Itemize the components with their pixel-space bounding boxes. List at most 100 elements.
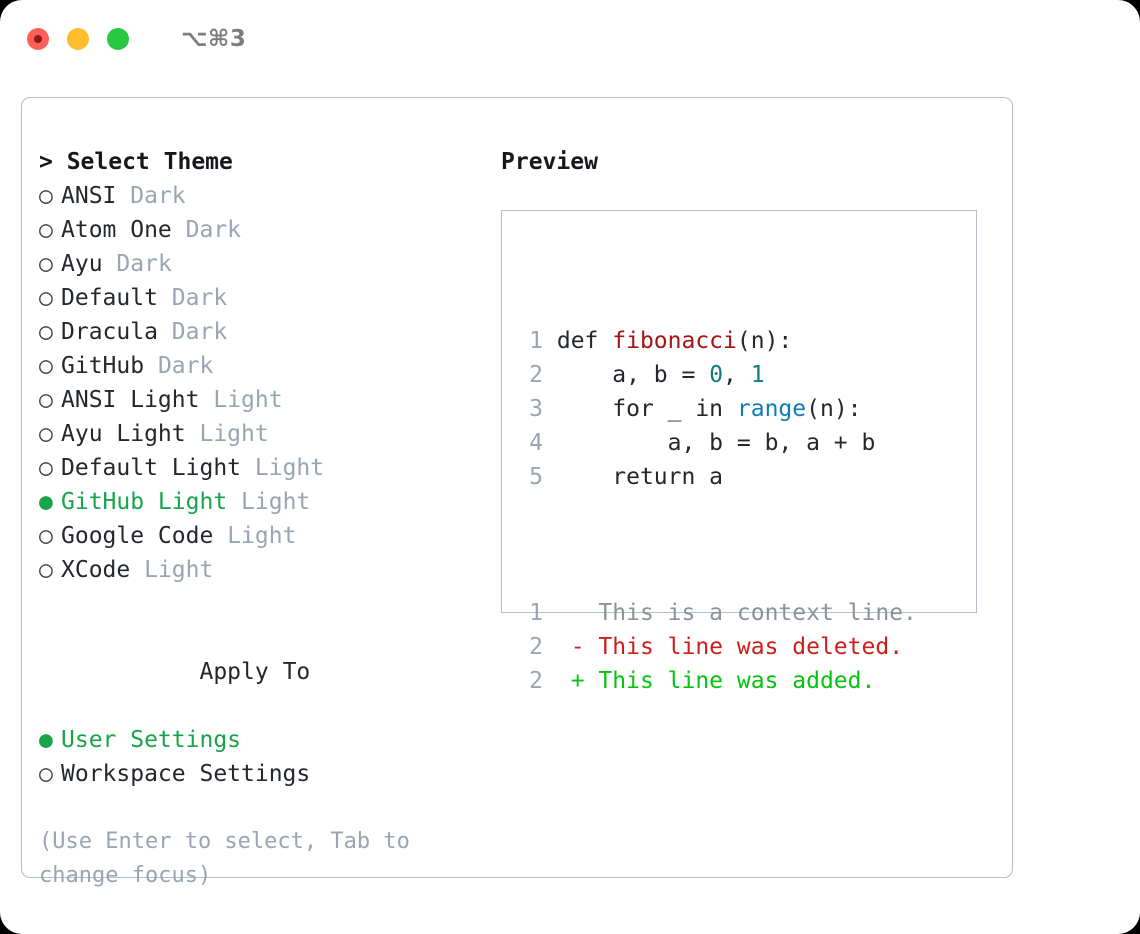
code-token: for _ in xyxy=(556,396,737,422)
code-token: a, b = b, a + b xyxy=(556,430,876,456)
theme-category: Dark xyxy=(171,319,228,345)
theme-category: Light xyxy=(241,489,311,515)
theme-name: ANSI Light xyxy=(61,387,200,413)
theme-list-item[interactable]: ○ GitHub Dark xyxy=(39,349,489,383)
code-line: 1 def fibonacci(n): xyxy=(517,324,917,358)
apply-to-label: Apply To xyxy=(39,621,489,723)
code-token: (n): xyxy=(806,396,862,422)
theme-name: Dracula xyxy=(61,319,158,345)
diff-line: 2 - This line was deleted. xyxy=(517,630,917,664)
line-number: 1 xyxy=(529,328,543,354)
theme-list-item[interactable]: ○ Atom One Dark xyxy=(39,213,489,247)
theme-list-item[interactable]: ○ ANSI Light Light xyxy=(39,383,489,417)
apply-to-name: Workspace Settings xyxy=(61,761,311,787)
theme-list-item[interactable]: ○ Default Light Light xyxy=(39,451,489,485)
minimize-button-icon[interactable] xyxy=(67,28,89,50)
window-controls xyxy=(27,28,129,50)
radio-selected-icon[interactable]: ● xyxy=(39,727,53,753)
list-spacer xyxy=(39,587,489,621)
code-line: 4 a, b = b, a + b xyxy=(517,426,917,460)
preview-column: Preview 1 def fibonacci(n):2 a, b = 0, 1… xyxy=(501,145,991,694)
diff-line: 2 + This line was added. xyxy=(517,664,917,698)
theme-category: Dark xyxy=(157,353,214,379)
code-line: 3 for _ in range(n): xyxy=(517,392,917,426)
code-line: 5 return a xyxy=(517,460,917,494)
radio-unselected-icon[interactable]: ○ xyxy=(39,455,53,481)
diff-line: 1 This is a context line. xyxy=(517,596,917,630)
diff-line-number: 2 xyxy=(529,668,543,694)
apply-to-item[interactable]: ● User Settings xyxy=(39,723,489,757)
theme-name: Ayu xyxy=(61,251,103,277)
apply-to-indent xyxy=(177,655,199,689)
radio-unselected-icon[interactable]: ○ xyxy=(39,523,53,549)
radio-unselected-icon[interactable]: ○ xyxy=(39,557,53,583)
diff-sign xyxy=(571,600,585,626)
title-bar: ⌥⌘3 xyxy=(0,0,1140,78)
diff-line-number: 2 xyxy=(529,634,543,660)
theme-name: Atom One xyxy=(61,217,172,243)
close-button-icon[interactable] xyxy=(27,28,49,50)
diff-text: This line was deleted. xyxy=(584,634,904,660)
code-token: a, b = xyxy=(556,362,710,388)
radio-unselected-icon[interactable]: ○ xyxy=(39,387,53,413)
radio-unselected-icon[interactable]: ○ xyxy=(39,319,53,345)
theme-category: Dark xyxy=(130,183,186,209)
theme-category: Light xyxy=(254,455,325,481)
apply-to-list[interactable]: ● User Settings ○ Workspace Settings xyxy=(39,723,489,791)
theme-name: Ayu Light xyxy=(61,421,186,447)
select-theme-header: > Select Theme xyxy=(39,149,233,175)
theme-name: GitHub xyxy=(61,353,145,379)
apply-to-label-text: Apply To xyxy=(199,659,311,685)
theme-category: Light xyxy=(213,387,283,413)
theme-list-item[interactable]: ○ ANSI Dark xyxy=(39,179,489,213)
theme-list-item[interactable]: ○ Dracula Dark xyxy=(39,315,489,349)
code-token: return a xyxy=(556,464,724,490)
code-token: , xyxy=(723,362,751,388)
theme-list-item[interactable]: ● GitHub Light Light xyxy=(39,485,489,519)
radio-selected-icon[interactable]: ● xyxy=(39,489,53,515)
theme-list-item[interactable]: ○ Ayu Light Light xyxy=(39,417,489,451)
theme-list-item[interactable]: ○XCode Light xyxy=(39,553,489,587)
diff-sample: 1 This is a context line.2 - This line w… xyxy=(517,596,917,698)
diff-text: This is a context line. xyxy=(584,600,917,626)
radio-unselected-icon[interactable]: ○ xyxy=(39,251,53,277)
diff-sign: - xyxy=(570,634,585,660)
theme-name: Default Light xyxy=(61,455,242,481)
theme-category: Dark xyxy=(185,217,242,243)
theme-category: Light xyxy=(199,421,269,447)
diff-line-number: 1 xyxy=(529,600,543,626)
preview-title: Preview xyxy=(501,149,598,175)
diff-text: This line was added. xyxy=(584,668,876,694)
theme-list[interactable]: ○ANSI Dark○Atom One Dark○Ayu Dark○Defaul… xyxy=(39,179,489,587)
theme-category: Light xyxy=(144,557,214,583)
theme-name: ANSI xyxy=(61,183,117,209)
code-token: fibonacci xyxy=(612,328,737,354)
radio-unselected-icon[interactable]: ○ xyxy=(39,353,53,379)
apply-to-item[interactable]: ○ Workspace Settings xyxy=(39,757,489,791)
radio-unselected-icon[interactable]: ○ xyxy=(39,183,53,209)
apply-to-name: User Settings xyxy=(61,727,242,753)
radio-unselected-icon[interactable]: ○ xyxy=(39,761,53,787)
line-number: 3 xyxy=(529,396,543,422)
radio-unselected-icon[interactable]: ○ xyxy=(39,285,53,311)
theme-name: GitHub Light xyxy=(61,489,228,515)
line-number: 2 xyxy=(529,362,543,388)
theme-list-item[interactable]: ○Google Code Light xyxy=(39,519,489,553)
keyboard-shortcut-label: ⌥⌘3 xyxy=(181,26,247,52)
theme-selector-column: > Select Theme ○ANSI Dark○Atom One Dark○… xyxy=(39,145,489,893)
radio-unselected-icon[interactable]: ○ xyxy=(39,421,53,447)
code-token: 0 xyxy=(709,362,724,388)
line-number: 4 xyxy=(529,430,543,456)
theme-list-item[interactable]: ○Default Dark xyxy=(39,281,489,315)
code-line: 2 a, b = 0, 1 xyxy=(517,358,917,392)
theme-name: Google Code xyxy=(61,523,214,549)
code-token: def xyxy=(556,328,613,354)
theme-list-item[interactable]: ○Ayu Dark xyxy=(39,247,489,281)
radio-unselected-icon[interactable]: ○ xyxy=(39,217,53,243)
maximize-button-icon[interactable] xyxy=(107,28,129,50)
diff-sign: + xyxy=(570,668,585,694)
